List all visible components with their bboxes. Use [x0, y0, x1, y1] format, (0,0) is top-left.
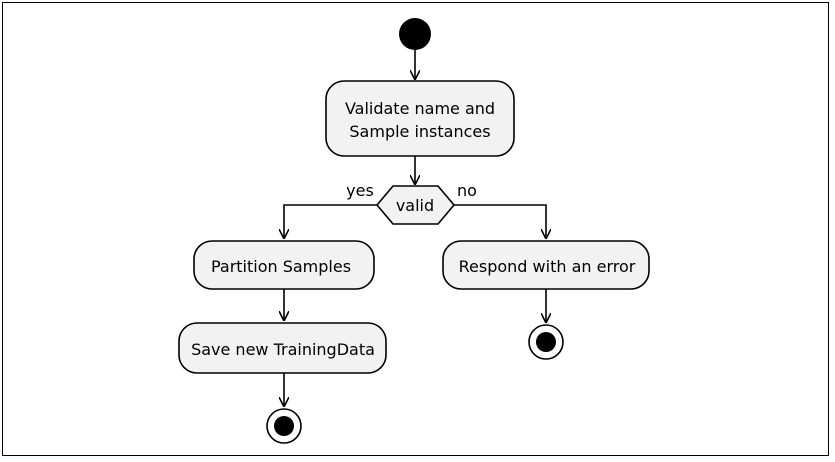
validate-label-line2: Sample instances: [349, 122, 490, 141]
no-label: no: [457, 181, 477, 200]
end-node-left: [266, 408, 302, 444]
save-action: [178, 322, 387, 374]
decision-label: valid: [396, 196, 434, 215]
start-node: [399, 18, 431, 50]
edge-yes-branch: [284, 204, 377, 238]
edge-no-branch: [454, 204, 546, 238]
save-label: Save new TrainingData: [191, 340, 375, 359]
validate-label-line1: Validate name and: [345, 99, 495, 118]
partition-label: Partition Samples: [211, 257, 351, 276]
end-node-right: [528, 324, 564, 360]
validate-action: [325, 80, 515, 157]
error-label: Respond with an error: [459, 257, 636, 276]
yes-label: yes: [346, 181, 374, 200]
